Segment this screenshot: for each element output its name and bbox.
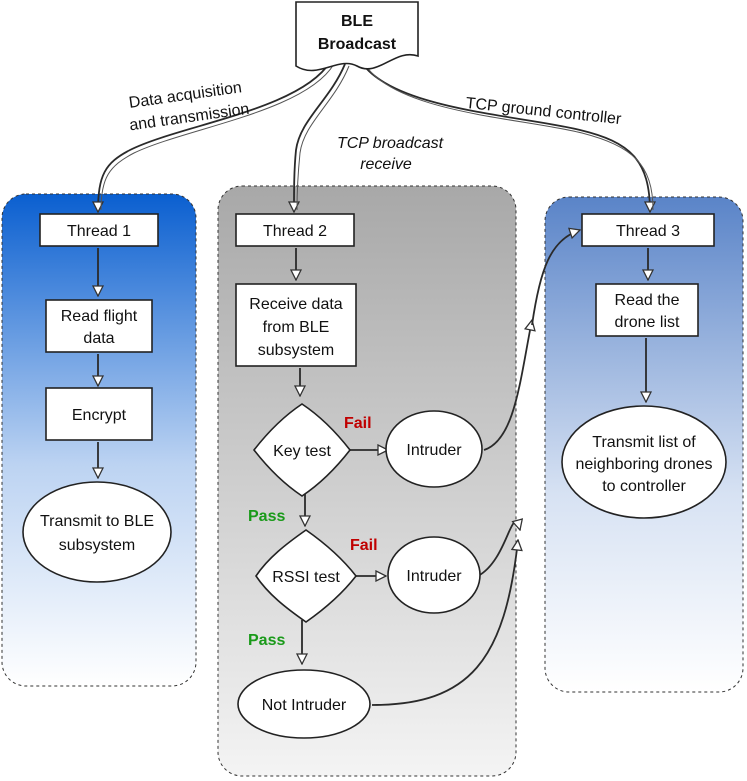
thread3-title: Thread 3 xyxy=(616,223,680,240)
transmit-list-node: Transmit list of neighboring drones to c… xyxy=(561,405,727,519)
broadcast-line2: Broadcast xyxy=(318,36,397,53)
thread2-title-box: Thread 2 xyxy=(235,213,355,247)
transmit-list-line1: Transmit list of xyxy=(592,434,696,451)
edge-label-mid-1: TCP broadcast xyxy=(337,135,444,152)
thread3-edges xyxy=(371,230,648,706)
receive-line3: subsystem xyxy=(258,342,334,359)
intruder-node-1: Intruder xyxy=(385,410,483,488)
encrypt-box: Encrypt xyxy=(45,387,153,441)
intruder-node-2: Intruder xyxy=(387,536,481,614)
not-intruder-label: Not Intruder xyxy=(262,697,347,714)
broadcast-edges xyxy=(98,59,653,212)
fail-label-2: Fail xyxy=(350,537,378,554)
transmit-ble-line2: subsystem xyxy=(59,537,135,554)
transmit-ble-line1: Transmit to BLE xyxy=(40,513,154,530)
fail-label-1: Fail xyxy=(344,415,372,432)
thread1-title-box: Thread 1 xyxy=(39,213,159,247)
receive-line2: from BLE xyxy=(263,319,330,336)
key-test-label: Key test xyxy=(273,443,331,460)
intruder-label-1: Intruder xyxy=(406,442,462,459)
encrypt-label: Encrypt xyxy=(72,407,127,424)
broadcast-line1: BLE xyxy=(341,13,373,30)
not-intruder-node: Not Intruder xyxy=(237,669,371,739)
receive-line1: Receive data xyxy=(249,296,342,313)
pass-label-1: Pass xyxy=(248,508,285,525)
receive-data-box: Receive data from BLE subsystem xyxy=(235,283,357,367)
ble-broadcast-node: BLE Broadcast xyxy=(295,1,419,72)
read-drone-list-box: Read the drone list xyxy=(595,283,699,337)
thread1-title: Thread 1 xyxy=(67,223,131,240)
key-test-diamond: Key test xyxy=(252,403,352,497)
thread2-edges xyxy=(296,248,388,664)
rssi-test-label: RSSI test xyxy=(272,569,340,586)
thread2-title: Thread 2 xyxy=(263,223,327,240)
read-flight-line1: Read flight xyxy=(61,308,138,325)
transmit-ble-node: Transmit to BLE subsystem xyxy=(22,481,172,583)
pass-label-2: Pass xyxy=(248,632,285,649)
thread3-title-box: Thread 3 xyxy=(581,213,715,247)
transmit-list-line3: to controller xyxy=(602,478,686,495)
read-flight-data-box: Read flight data xyxy=(45,299,153,353)
intruder-label-2: Intruder xyxy=(406,568,462,585)
read-drone-line2: drone list xyxy=(615,314,680,331)
rssi-test-diamond: RSSI test xyxy=(255,529,358,623)
read-drone-line1: Read the xyxy=(615,292,680,309)
edge-label-mid-2: receive xyxy=(360,156,412,173)
transmit-list-line2: neighboring drones xyxy=(576,456,713,473)
read-flight-line2: data xyxy=(83,330,114,347)
